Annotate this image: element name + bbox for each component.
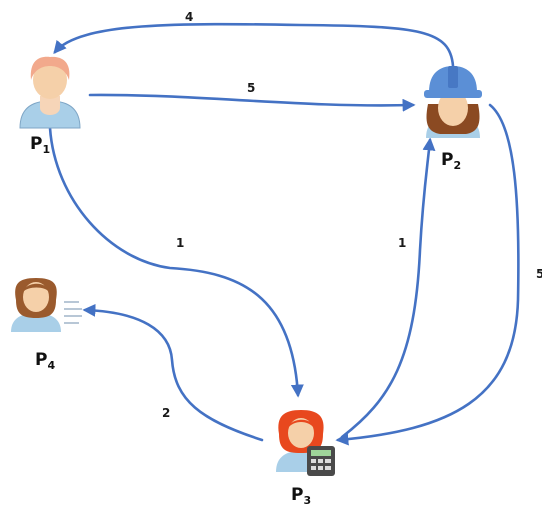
edge-label-p1-p3: 1 [176, 236, 184, 250]
node-label-p2: P2 [441, 150, 461, 172]
edge-label-p2-p1: 4 [185, 10, 193, 24]
node-subscript: 3 [303, 494, 312, 507]
node-subscript: 2 [453, 159, 462, 172]
worker-hardhat-icon [424, 66, 482, 138]
edge-p3-to-p2 [340, 137, 436, 439]
node-label-p1: P1 [30, 134, 50, 156]
edge-label-p2-p3: 5 [536, 267, 542, 281]
accountant-calculator-icon [276, 410, 335, 476]
node-label-p3: P3 [291, 485, 311, 507]
edge-p3-to-p4 [82, 303, 264, 442]
node-subscript: 4 [47, 359, 56, 372]
person-speaking-icon [11, 278, 82, 332]
edge-label-p3-p4: 2 [162, 406, 170, 420]
edge-p2-to-p3 [335, 103, 520, 446]
node-letter: P [35, 350, 48, 370]
node-letter: P [30, 134, 43, 154]
node-letter: P [441, 150, 454, 170]
node-letter: P [291, 485, 304, 505]
edge-p1-to-p3 [48, 126, 304, 398]
node-subscript: 1 [42, 143, 51, 156]
edge-p2-to-p1 [53, 22, 455, 68]
edge-label-p1-p2: 5 [247, 81, 255, 95]
edge-label-p3-p2: 1 [398, 236, 406, 250]
node-label-p4: P4 [35, 350, 55, 372]
edge-p1-to-p2 [88, 93, 416, 112]
person-icon [19, 56, 81, 129]
